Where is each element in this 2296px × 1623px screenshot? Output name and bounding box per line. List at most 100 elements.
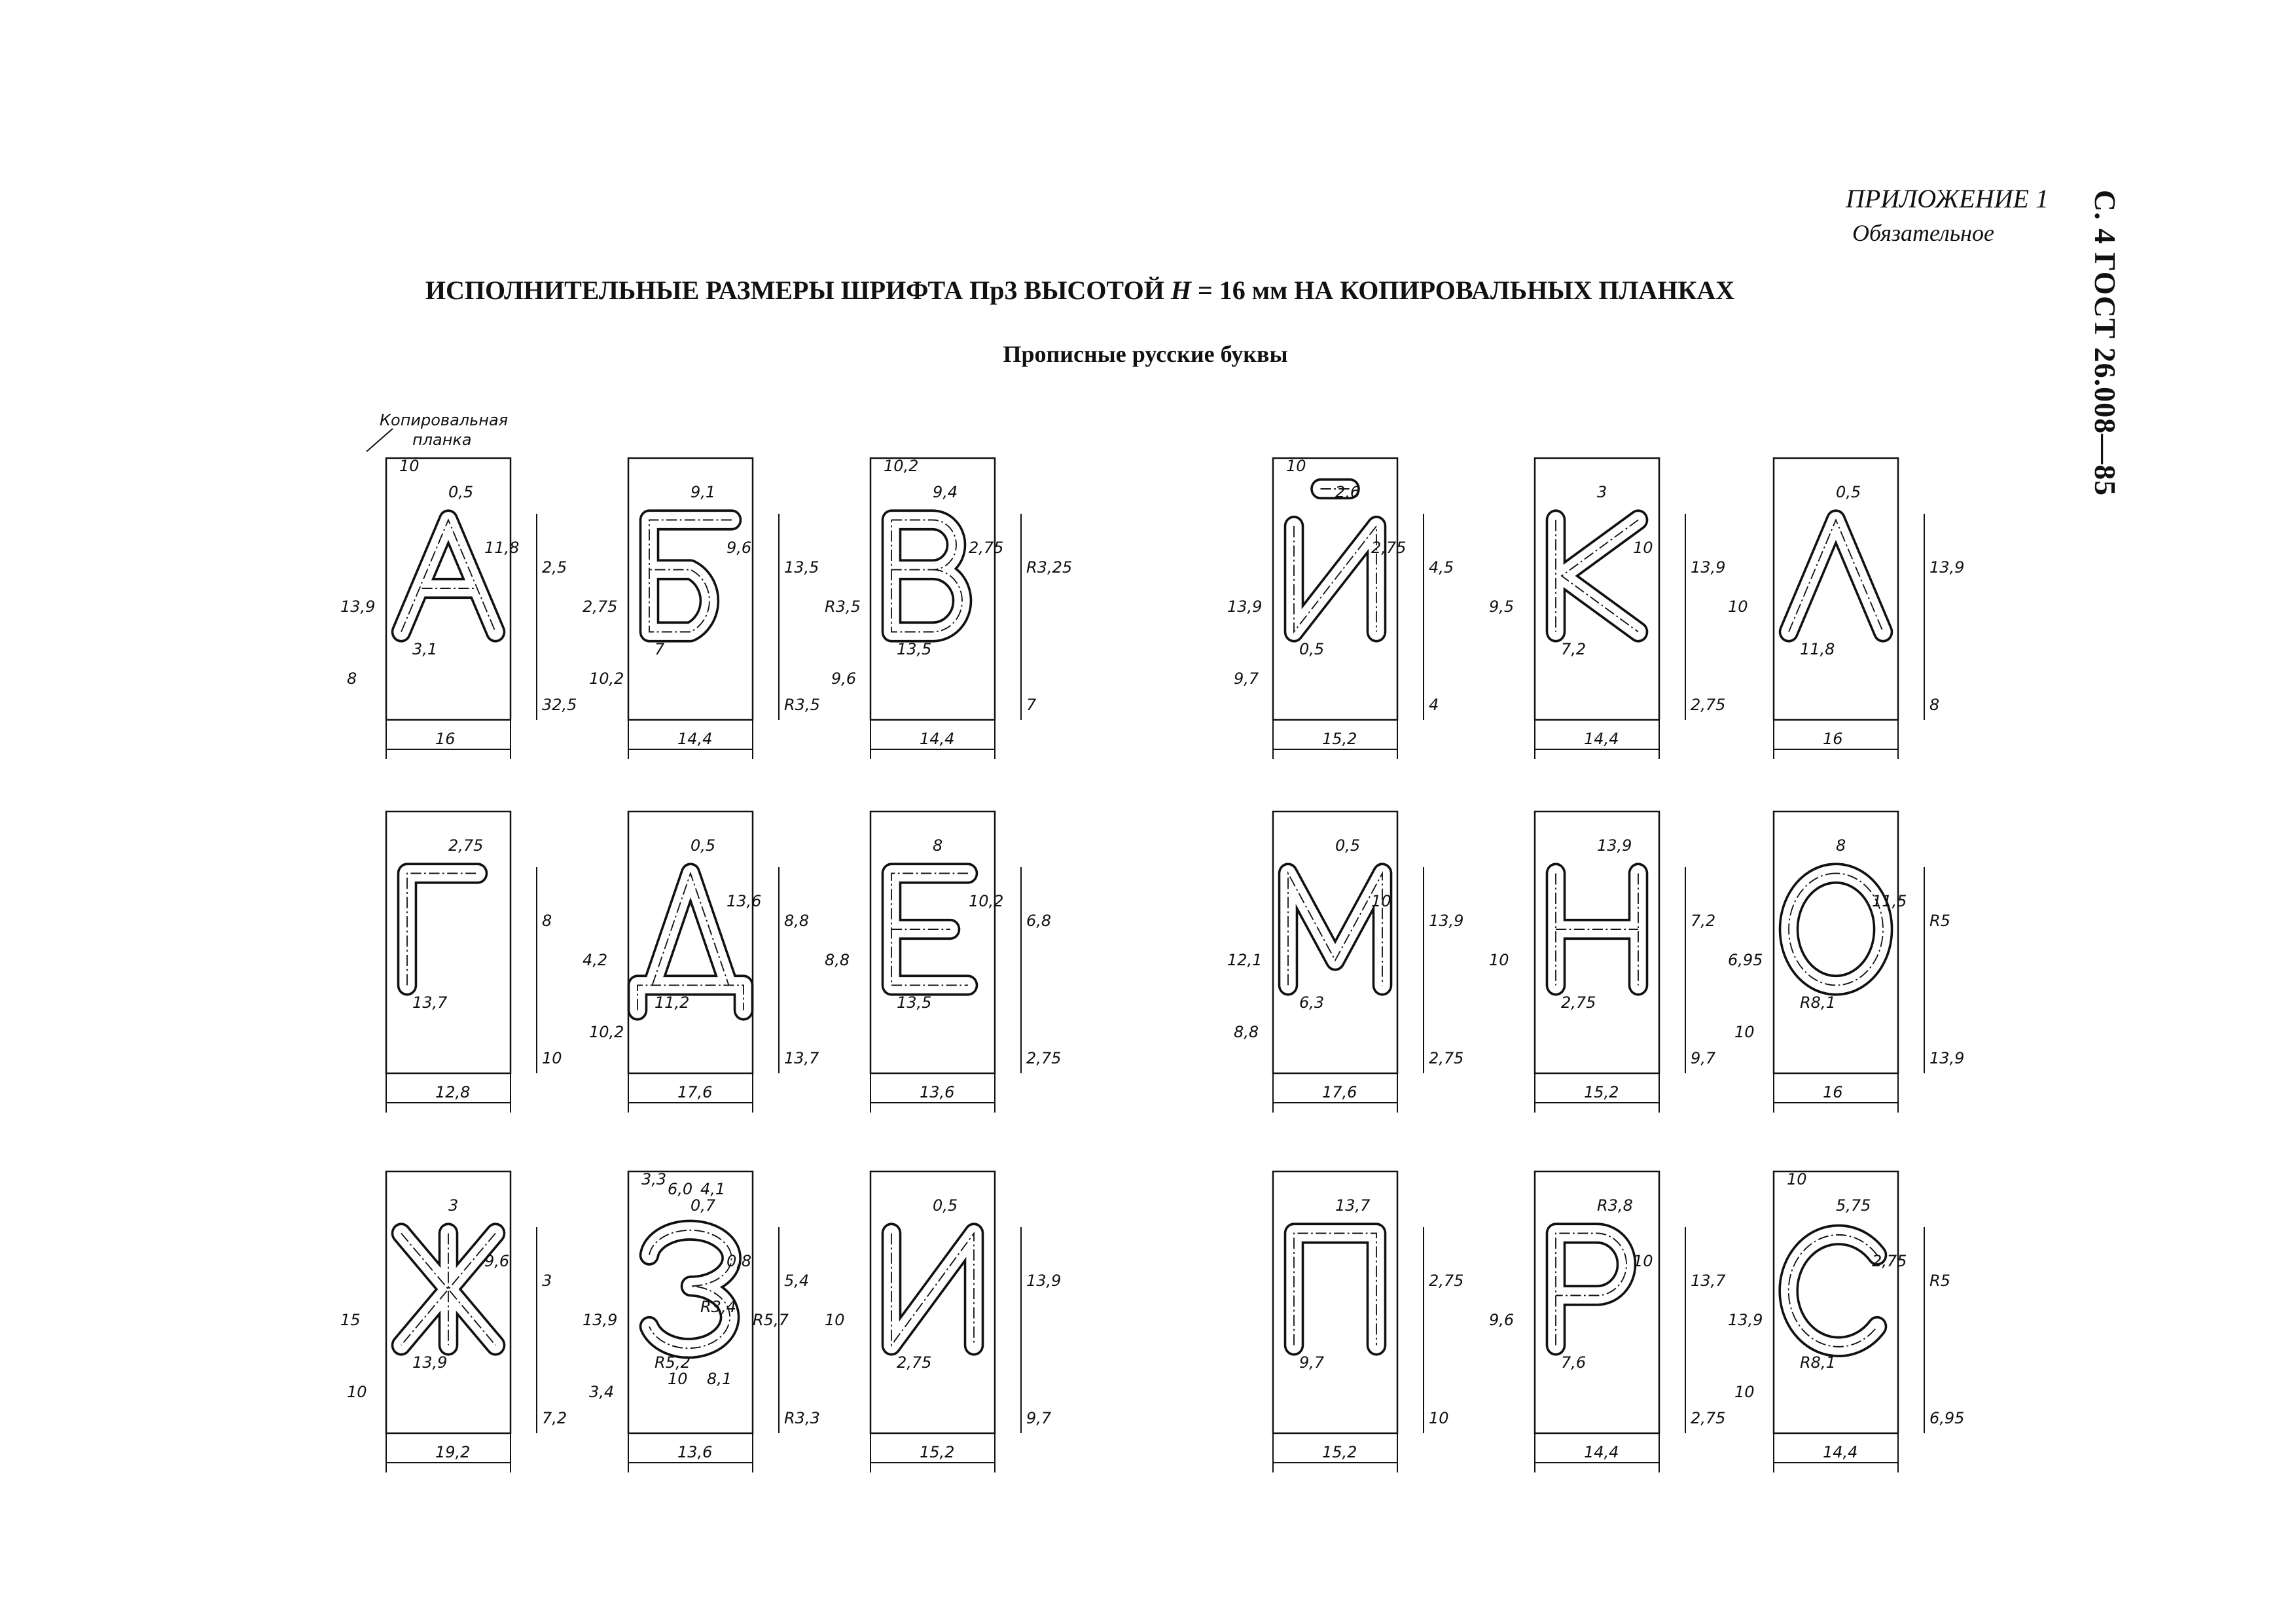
page-standard-label: С. 4 ГОСТ 26.008—85 [2089, 190, 2122, 497]
letter-centerline [1788, 518, 1884, 632]
dimension-value: 10 [1489, 951, 1509, 969]
dimension-value: 3 [542, 1272, 552, 1290]
letter-centerline [401, 518, 496, 632]
copy-strip [869, 1170, 996, 1435]
copy-strip [627, 1170, 754, 1435]
dimension-value: 10 [1371, 892, 1391, 910]
dimension-value: R5 [1929, 912, 1950, 930]
copy-strip [1772, 457, 1899, 721]
dimension-value: 10 [1787, 1170, 1807, 1188]
letter-centerline [1293, 1232, 1377, 1346]
dimension-value: 6,95 [1929, 1409, 1964, 1427]
dimension-value: 9,1 [691, 483, 715, 501]
width-dimension-label: 12,8 [435, 1083, 470, 1101]
dimension-value: 3 [448, 1196, 458, 1215]
dimension-value: 6,0 [668, 1180, 692, 1198]
copy-strip [1534, 1170, 1660, 1435]
dimension-value: 10 [1734, 1023, 1755, 1041]
dimension-value: 9,6 [726, 539, 751, 557]
dimension-value: 10 [1728, 597, 1748, 616]
dimension-value: 13,6 [726, 892, 761, 910]
dimension-value: 13,7 [1335, 1196, 1371, 1215]
dimension-value: 13,9 [412, 1353, 447, 1372]
dimension-value: 2,75 [1371, 539, 1406, 557]
letter-glyph-inner [1548, 512, 1646, 640]
dimension-value: 2,75 [1429, 1272, 1463, 1290]
dimension-value: 2,75 [1691, 1409, 1725, 1427]
copy-strip [1272, 457, 1399, 721]
dimension-value: 10 [347, 1383, 367, 1401]
page-title: ИСПОЛНИТЕЛЬНЫЕ РАЗМЕРЫ ШРИФТА Пр3 ВЫСОТО… [0, 275, 2160, 306]
letter-cell-16: 15,213,72,759,710 [1272, 1170, 1463, 1472]
letter-cell-9: 13,686,813,52,758,810,2 [825, 810, 1061, 1113]
dimension-value: R3,5 [825, 597, 861, 616]
dimension-value: 2,75 [897, 1353, 931, 1372]
width-dimension-label: 15,2 [1584, 1083, 1619, 1101]
dimension-value: 4,5 [1429, 558, 1454, 577]
dimension-value: R3,4 [700, 1298, 736, 1316]
copy-strip [385, 1170, 512, 1435]
title-suffix: = 16 мм НА КОПИРОВАЛЬНЫХ ПЛАНКАХ [1197, 276, 1735, 305]
width-dimension-label: 14,4 [677, 730, 712, 748]
dimension-value: 9,7 [1234, 669, 1259, 688]
title-prefix: ИСПОЛНИТЕЛЬНЫЕ РАЗМЕРЫ ШРИФТА Пр3 ВЫСОТО… [425, 276, 1164, 305]
dimension-value: 9,4 [933, 483, 958, 501]
dimension-value: 4,2 [583, 951, 607, 969]
dimension-value: 2,75 [1691, 696, 1725, 714]
letter-centerline [891, 872, 969, 986]
dimension-value: 10 [1633, 539, 1653, 557]
dimension-value: 9,7 [1299, 1353, 1325, 1372]
dimension-value: 13,9 [1026, 1272, 1061, 1290]
width-dimension-label: 14,4 [1584, 1443, 1619, 1461]
copy-strip [1272, 1170, 1399, 1435]
dimension-value: 2,6 [1335, 483, 1360, 501]
dimension-value: 13,7 [784, 1049, 819, 1067]
dimension-value: R3,8 [1597, 1196, 1633, 1215]
dimension-value: 0,5 [1836, 483, 1861, 501]
letter-glyph-inner [1781, 865, 1891, 993]
copy-strip [1772, 810, 1899, 1075]
letter-glyph-inner [1280, 865, 1390, 993]
dimension-value: R3,3 [784, 1409, 820, 1427]
dimension-value: 10 [1429, 1409, 1449, 1427]
dimension-value: 5,75 [1836, 1196, 1871, 1215]
dimension-value: 13,9 [340, 597, 375, 616]
dimension-value: 10 [542, 1049, 562, 1067]
dimension-value: 2,75 [448, 836, 483, 855]
dimension-value: 13,5 [784, 558, 819, 577]
dimension-value: 0,5 [448, 483, 473, 501]
dimension-value: 8 [347, 669, 357, 688]
width-dimension-label: 17,6 [677, 1083, 712, 1101]
dimension-value: 5,4 [784, 1272, 809, 1290]
dimension-value: R8,1 [1800, 993, 1836, 1012]
dimension-value: 10,2 [884, 457, 918, 475]
strip-label-leader [366, 428, 393, 452]
dimension-value: 12,1 [1227, 951, 1262, 969]
width-dimension-label: 16 [435, 730, 456, 748]
dimension-value: 7 [1026, 696, 1037, 714]
dimension-value: 3,1 [412, 640, 437, 658]
dimension-value: 7 [655, 640, 665, 658]
dimension-value: 9,5 [1489, 597, 1514, 616]
dimension-value: 3 [1597, 483, 1607, 501]
dimension-value: 8 [933, 836, 942, 855]
letter-glyph-inner [1780, 1226, 1885, 1355]
dimension-value: 2,75 [1429, 1049, 1463, 1067]
letter-cell-17: 14,4R3,813,77,62,759,610 [1489, 1170, 1726, 1472]
letter-glyph-inner [1286, 480, 1384, 640]
copy-strip [869, 810, 996, 1075]
copy-strip [385, 457, 512, 721]
dimension-value: 13,9 [1597, 836, 1632, 855]
dimension-value: 13,9 [583, 1311, 617, 1329]
dimension-value: 2,75 [583, 597, 617, 616]
dimension-value: 10 [399, 457, 420, 475]
letter-centerline [1555, 519, 1639, 633]
dimension-value: 13,9 [1227, 597, 1262, 616]
